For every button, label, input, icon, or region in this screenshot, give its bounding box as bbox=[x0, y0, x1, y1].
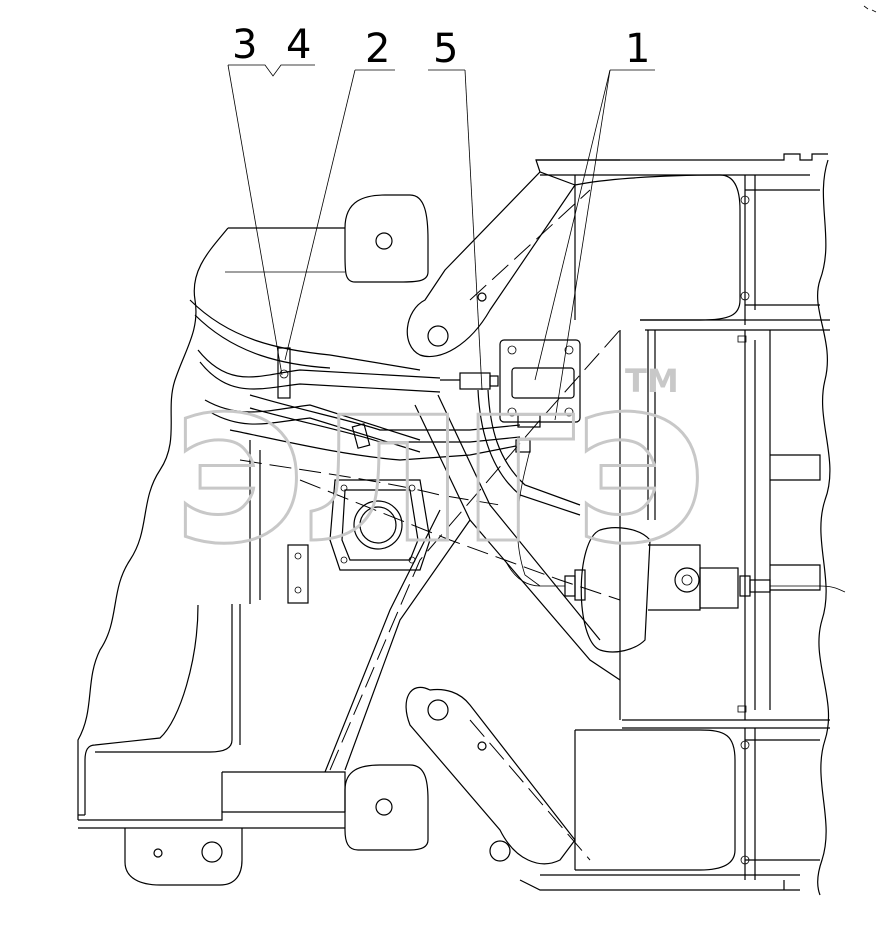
flange-plate bbox=[287, 423, 431, 604]
left-frame-body bbox=[77, 227, 421, 886]
callout-5: 5 bbox=[433, 26, 458, 72]
brake-hoses bbox=[197, 347, 581, 587]
corner-mark bbox=[863, 5, 877, 13]
lower-lift-arm bbox=[405, 686, 800, 891]
valve-mounting-plate bbox=[499, 339, 581, 453]
lower-pivot-boss bbox=[344, 764, 429, 851]
callout-4: 4 bbox=[286, 22, 311, 68]
callout-1: 1 bbox=[625, 26, 650, 72]
callout-3: 3 bbox=[232, 22, 257, 68]
right-frame bbox=[536, 153, 831, 896]
watermark-logo: элгэ bbox=[170, 328, 699, 595]
upper-pivot-boss bbox=[344, 194, 429, 283]
callout-2: 2 bbox=[365, 26, 390, 72]
watermark-trademark: TM bbox=[625, 362, 679, 400]
callout-leaders bbox=[227, 64, 655, 421]
